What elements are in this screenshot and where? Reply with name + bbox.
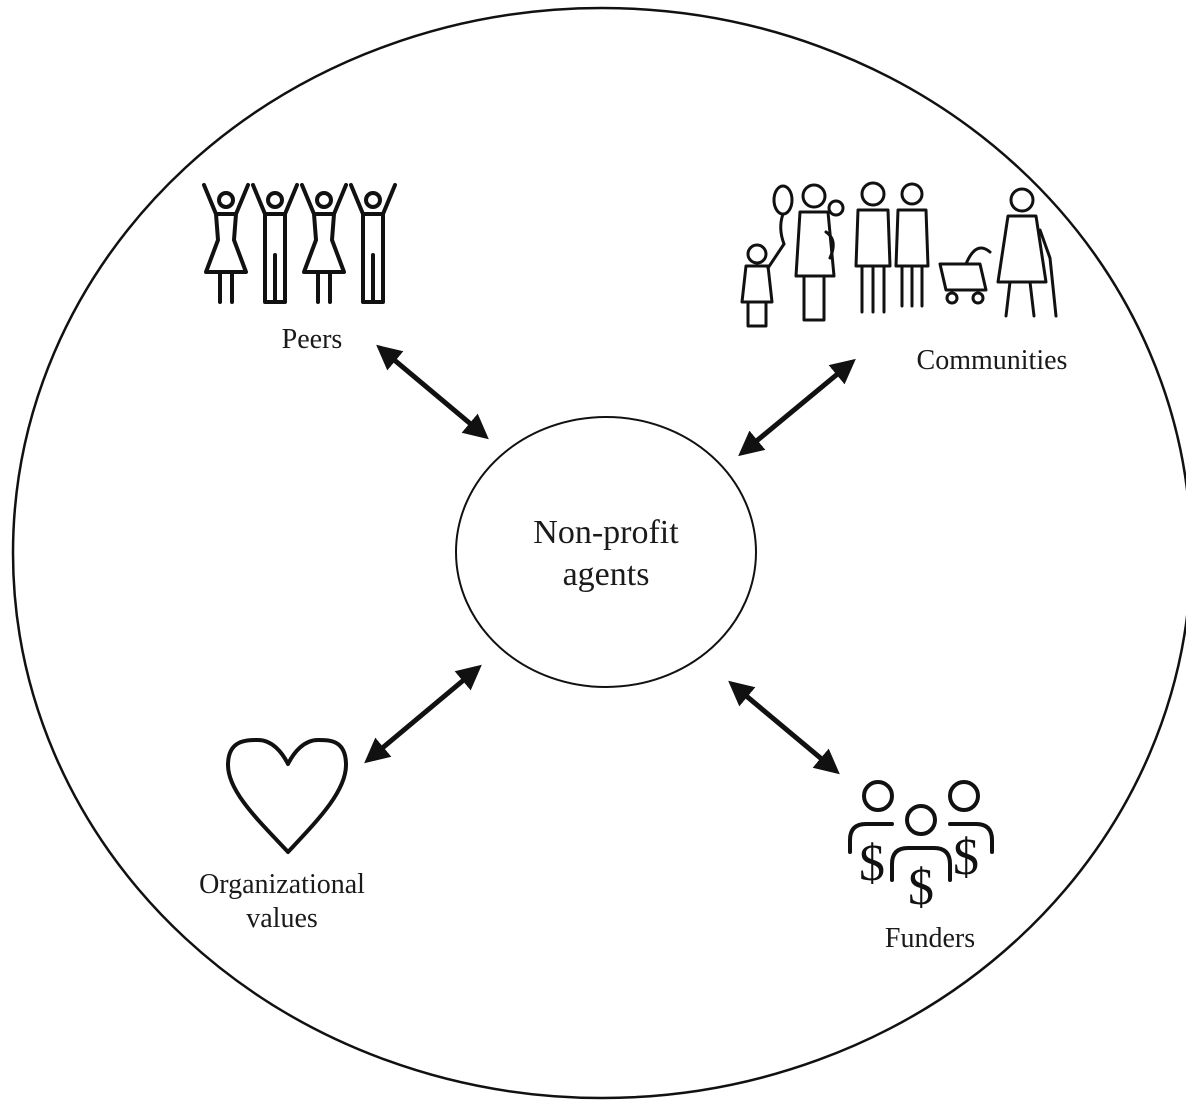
- communities-label: Communities: [916, 345, 1068, 376]
- center-circle: [455, 416, 757, 688]
- organizational-values-label: Organizational values: [162, 868, 402, 936]
- outer-boundary-circle: [11, 6, 1186, 1100]
- arrow-organizational-values: [364, 664, 482, 764]
- community-family-icon: [740, 181, 1058, 328]
- funders-label: Funders: [884, 923, 976, 954]
- peers-icon: [202, 183, 397, 304]
- organizational-values-line1: Organizational: [199, 869, 365, 900]
- center-label-line1: Non-profit: [533, 514, 679, 551]
- arrow-funders: [728, 680, 840, 775]
- funders-dollar-glyph-2: $: [953, 829, 979, 886]
- heart-icon: [226, 738, 348, 854]
- arrow-communities: [738, 358, 856, 457]
- arrow-peers: [376, 344, 489, 440]
- funders-dollar-glyph-3: $: [908, 859, 934, 916]
- funders-dollar-glyph-1: $: [859, 835, 885, 892]
- center-label: Non-profit agents: [486, 512, 726, 596]
- center-label-line2: agents: [562, 556, 650, 593]
- organizational-values-line2: values: [246, 903, 318, 934]
- peers-label: Peers: [281, 324, 343, 355]
- funders-dollar-icon: [848, 780, 994, 882]
